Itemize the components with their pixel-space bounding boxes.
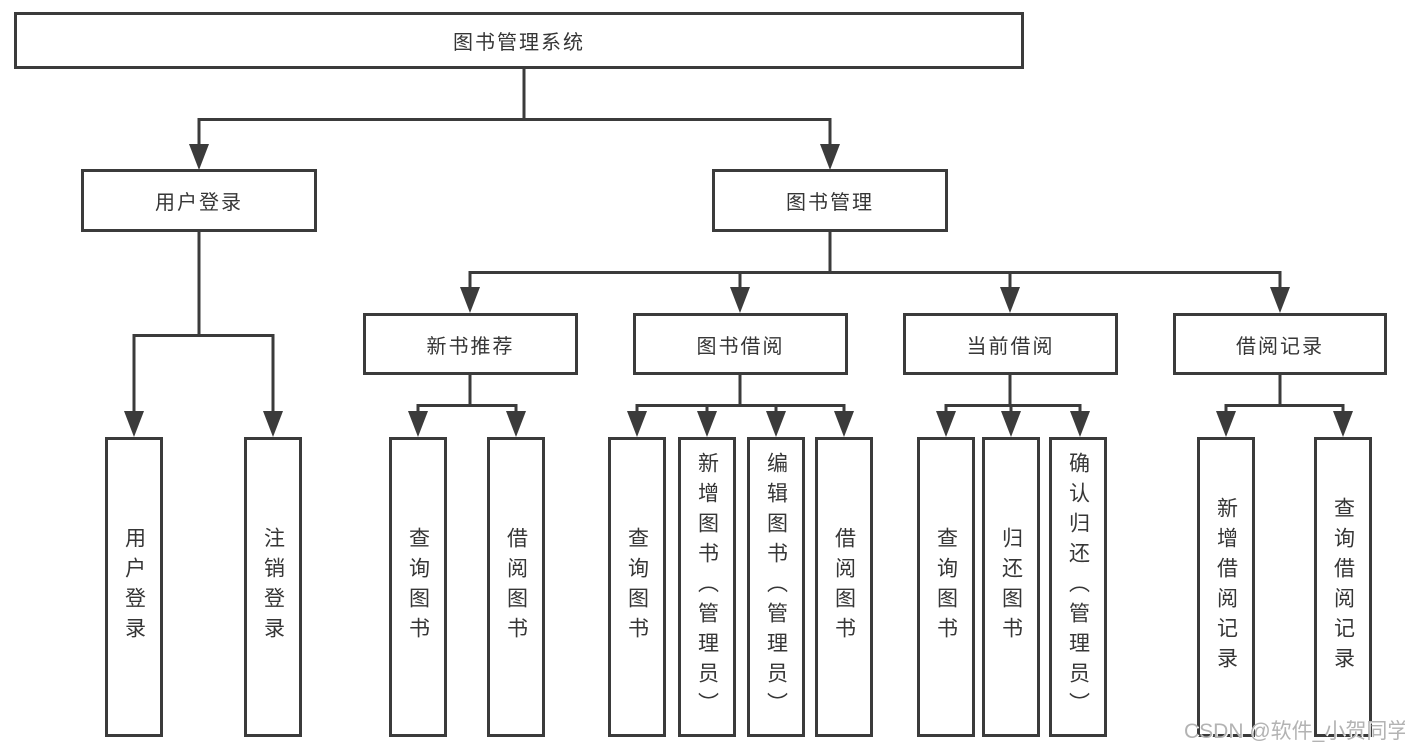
leaf-label: 新增图书（管理员）	[695, 452, 719, 722]
leaf-borrow-books-borrowing: 借阅图书	[815, 437, 873, 737]
leaf-add-books-admin: 新增图书（管理员）	[678, 437, 736, 737]
node-label: 图书借阅	[696, 335, 785, 358]
node-label: 用户登录	[155, 192, 243, 214]
node-label: 图书管理	[786, 192, 874, 214]
leaf-user-login: 用户登录	[105, 437, 163, 737]
leaf-logout: 注销登录	[244, 437, 302, 737]
leaf-label: 查询图书	[625, 527, 649, 647]
node-new-book-recommend: 新书推荐	[363, 313, 578, 375]
leaf-return-books: 归还图书	[982, 437, 1040, 737]
node-label: 当前借阅	[966, 335, 1055, 358]
node-library-management-system: 图书管理系统	[14, 12, 1024, 69]
leaf-query-books-borrowing: 查询图书	[608, 437, 666, 737]
node-book-management-branch: 图书管理	[712, 169, 948, 232]
leaf-add-borrow-record: 新增借阅记录	[1197, 437, 1255, 737]
leaf-query-books-current: 查询图书	[917, 437, 975, 737]
node-current-borrowing: 当前借阅	[903, 313, 1118, 375]
node-label: 新书推荐	[426, 335, 515, 358]
leaf-label: 确认归还（管理员）	[1066, 452, 1090, 722]
leaf-label: 新增借阅记录	[1214, 497, 1238, 677]
leaf-label: 编辑图书（管理员）	[764, 452, 788, 722]
leaf-label: 注销登录	[261, 527, 285, 647]
node-borrowing-records: 借阅记录	[1173, 313, 1387, 375]
leaf-label: 借阅图书	[504, 527, 528, 647]
leaf-query-books-recommend: 查询图书	[389, 437, 447, 737]
leaf-label: 用户登录	[122, 527, 146, 647]
leaf-confirm-return-admin: 确认归还（管理员）	[1049, 437, 1107, 737]
node-user-login-branch: 用户登录	[81, 169, 317, 232]
leaf-edit-books-admin: 编辑图书（管理员）	[747, 437, 805, 737]
leaf-label: 借阅图书	[832, 527, 856, 647]
node-book-borrowing: 图书借阅	[633, 313, 848, 375]
leaf-label: 归还图书	[999, 527, 1023, 647]
watermark: CSDN @软件_小贺同学	[1184, 720, 1405, 743]
leaf-query-borrow-record: 查询借阅记录	[1314, 437, 1372, 737]
node-label: 借阅记录	[1236, 335, 1324, 358]
leaf-borrow-books-recommend: 借阅图书	[487, 437, 545, 737]
node-label: 图书管理系统	[453, 32, 585, 54]
leaf-label: 查询图书	[406, 527, 430, 647]
leaf-label: 查询图书	[934, 527, 958, 647]
leaf-label: 查询借阅记录	[1331, 497, 1355, 677]
